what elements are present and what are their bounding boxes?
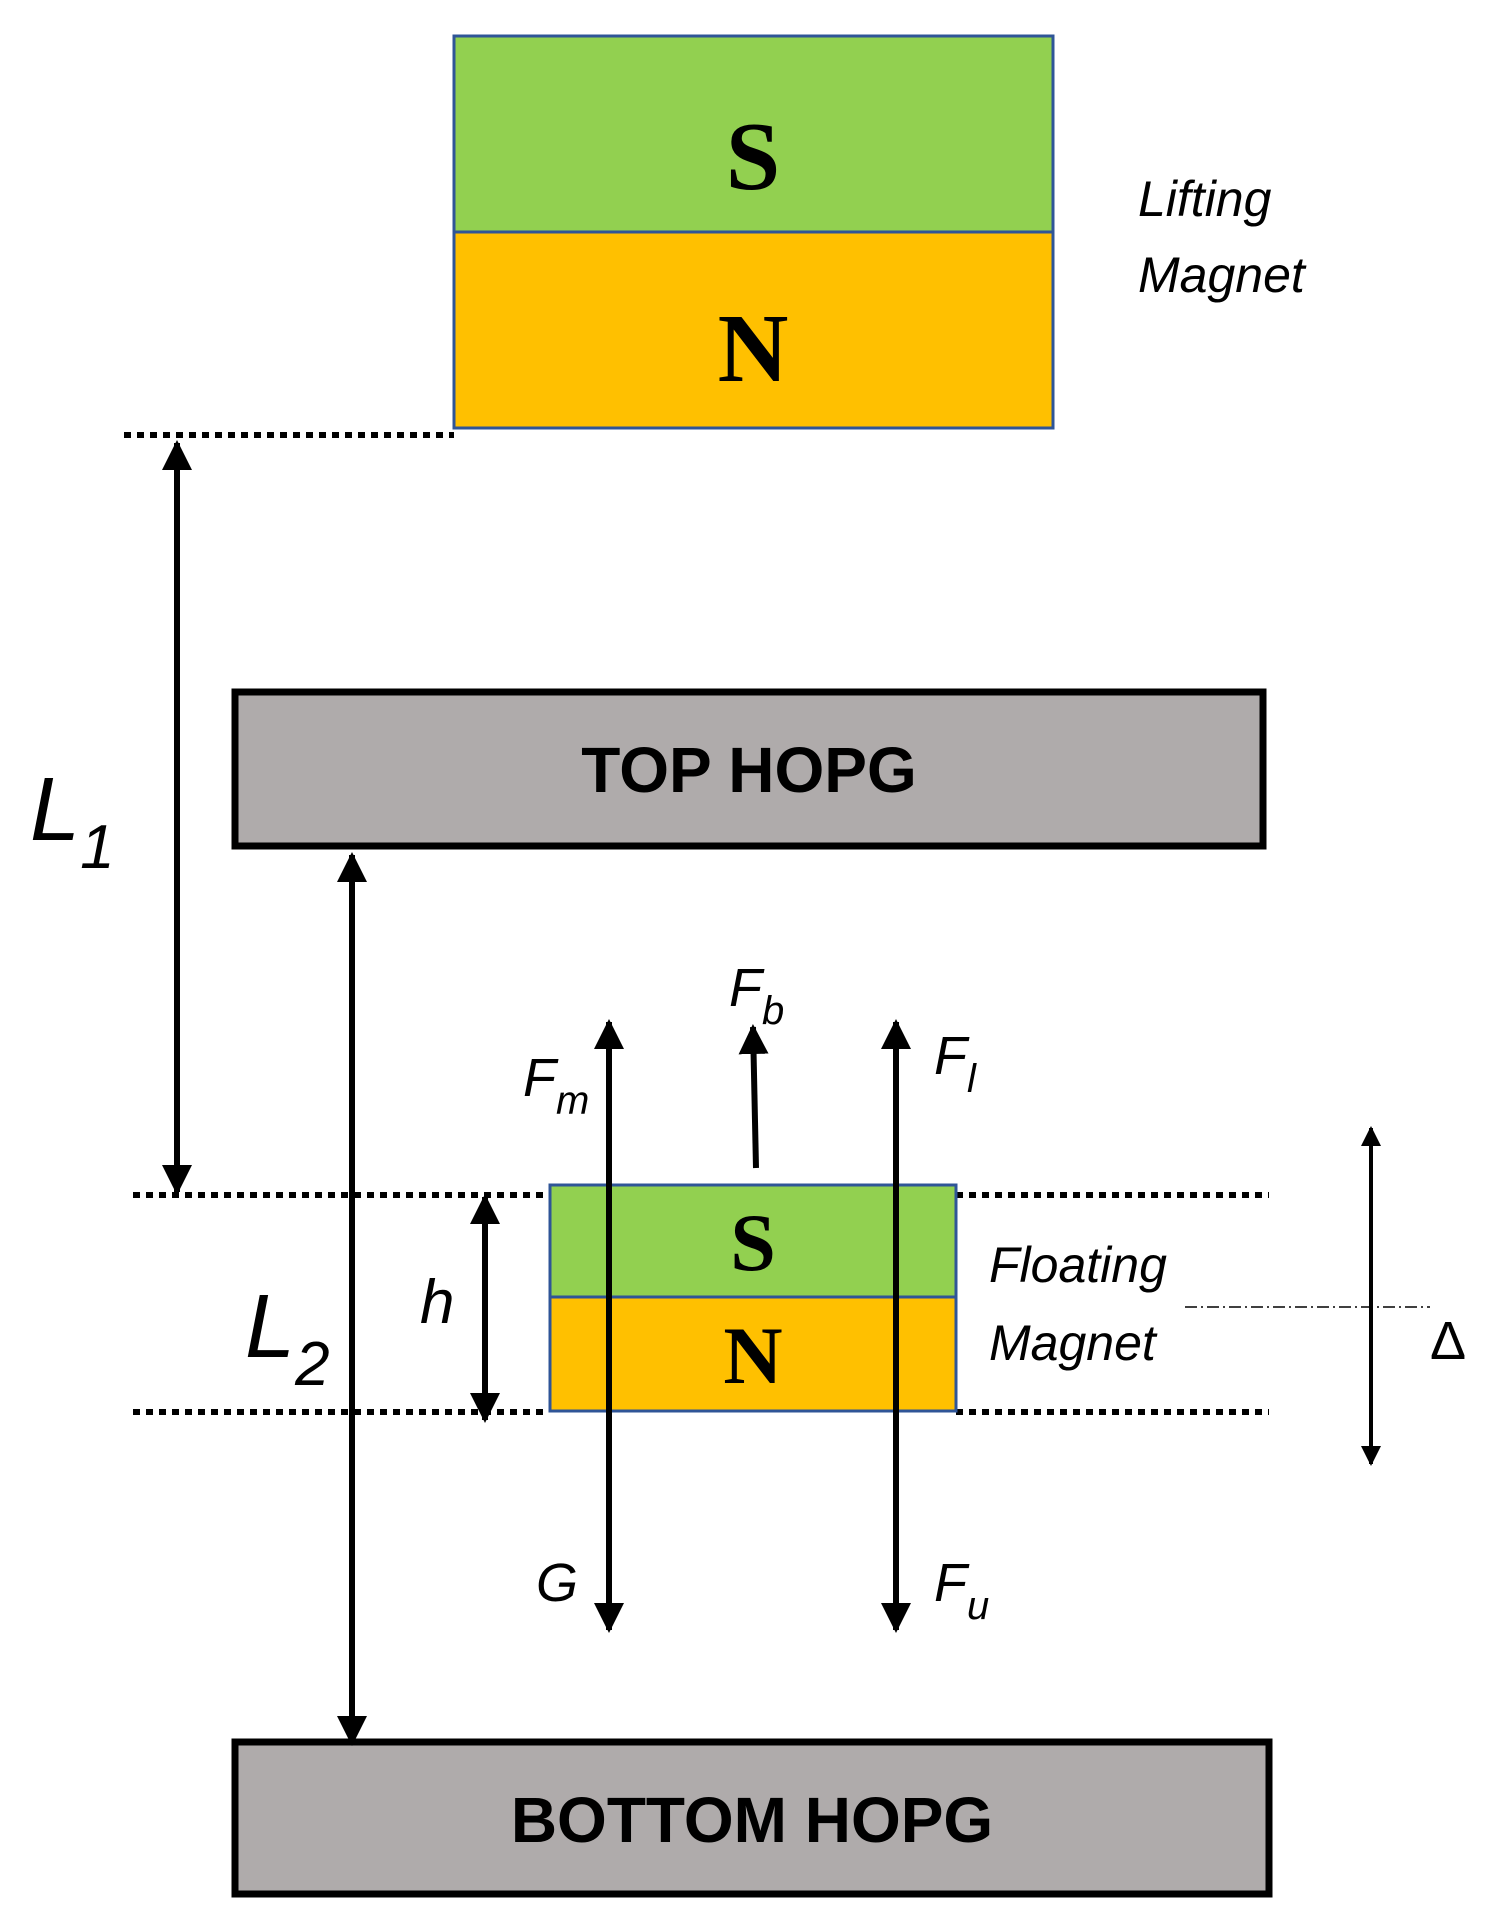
floating-magnet-north [548, 1295, 958, 1413]
lifting-magnet-label-line2: Magnet [1138, 247, 1307, 303]
floating-magnet-north-pole: N [723, 1310, 782, 1401]
top-hopg-label: TOP HOPG [581, 734, 917, 806]
bottom-hopg-plate [231, 1738, 1273, 1898]
floating-magnet-label-line2: Magnet [989, 1315, 1158, 1371]
top-hopg-plate [231, 688, 1267, 850]
lifting-magnet-south [452, 34, 1055, 234]
floating-magnet-south-pole: S [730, 1197, 776, 1288]
fb-arrow [738, 1024, 769, 1169]
delta-label: Δ [1430, 1311, 1466, 1371]
g-label: G [536, 1553, 578, 1613]
fb-label: Fb [729, 958, 784, 1033]
floating-magnet-label-line1: Floating [989, 1237, 1167, 1293]
fm-label: Fm [523, 1048, 589, 1123]
lifting-magnet-label-line1: Lifting [1138, 171, 1272, 227]
fl-label: Fl [934, 1026, 977, 1101]
l2-label: L2 [245, 1277, 330, 1399]
l1-label: L1 [30, 760, 115, 882]
fu-label: Fu [934, 1553, 989, 1628]
bottom-hopg-label: BOTTOM HOPG [511, 1784, 993, 1856]
lifting-magnet-north-pole: N [718, 295, 789, 403]
floating-magnet-south [548, 1183, 958, 1299]
lifting-magnet-south-pole: S [726, 103, 781, 211]
h-label: h [420, 1268, 454, 1337]
lifting-magnet: S N [452, 34, 1055, 430]
floating-magnet: S N [548, 1183, 958, 1413]
lifting-magnet-north [452, 230, 1055, 430]
